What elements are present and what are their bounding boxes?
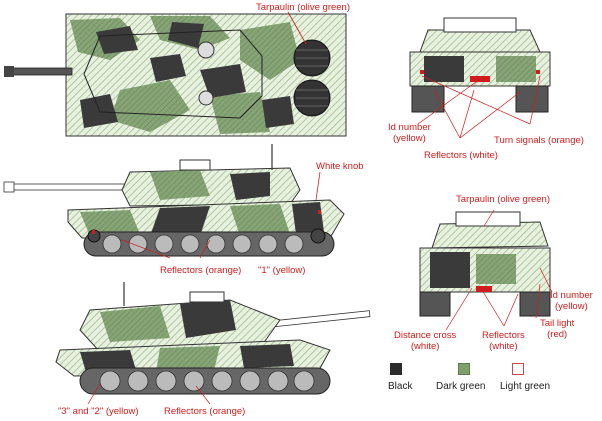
legend-swatch-light-green [512,363,524,375]
legend-swatch-dark-green [458,363,470,375]
label-reflectors-orange-bottom: Reflectors (orange) [164,406,246,417]
top-view [4,11,347,137]
label-reflectors-orange-mid: Reflectors (orange) [160,265,242,276]
label-front-reflectors: Reflectors (white) [482,330,525,352]
legend-label-light-green: Light green [500,381,551,392]
label-rear-id-number: Id number (yellow) [388,122,431,144]
side-view [3,144,345,259]
label-rear-turn-signals: Turn signals (orange) [494,135,584,146]
label-one-yellow: "1" (yellow) [258,265,306,276]
label-front-id-number: Id number (yellow) [550,290,593,312]
label-three-two-yellow: "3" and "2" (yellow) [58,406,139,417]
front-view [419,209,553,331]
label-top-tarpaulin: Tarpaulin (olive green) [256,2,350,13]
legend-swatch-black [390,363,402,375]
label-rear-reflectors: Reflectors (white) [424,150,498,161]
label-front-tail-light: Tail light (red) [540,318,575,340]
angled-view [55,282,371,405]
rear-view [409,17,551,139]
label-white-knob: White knob [316,161,364,172]
legend-label-dark-green: Dark green [436,381,486,392]
label-front-tarpaulin: Tarpaulin (olive green) [456,194,550,205]
legend-label-black: Black [388,381,413,392]
label-front-distance-cross: Distance cross (white) [394,330,457,352]
